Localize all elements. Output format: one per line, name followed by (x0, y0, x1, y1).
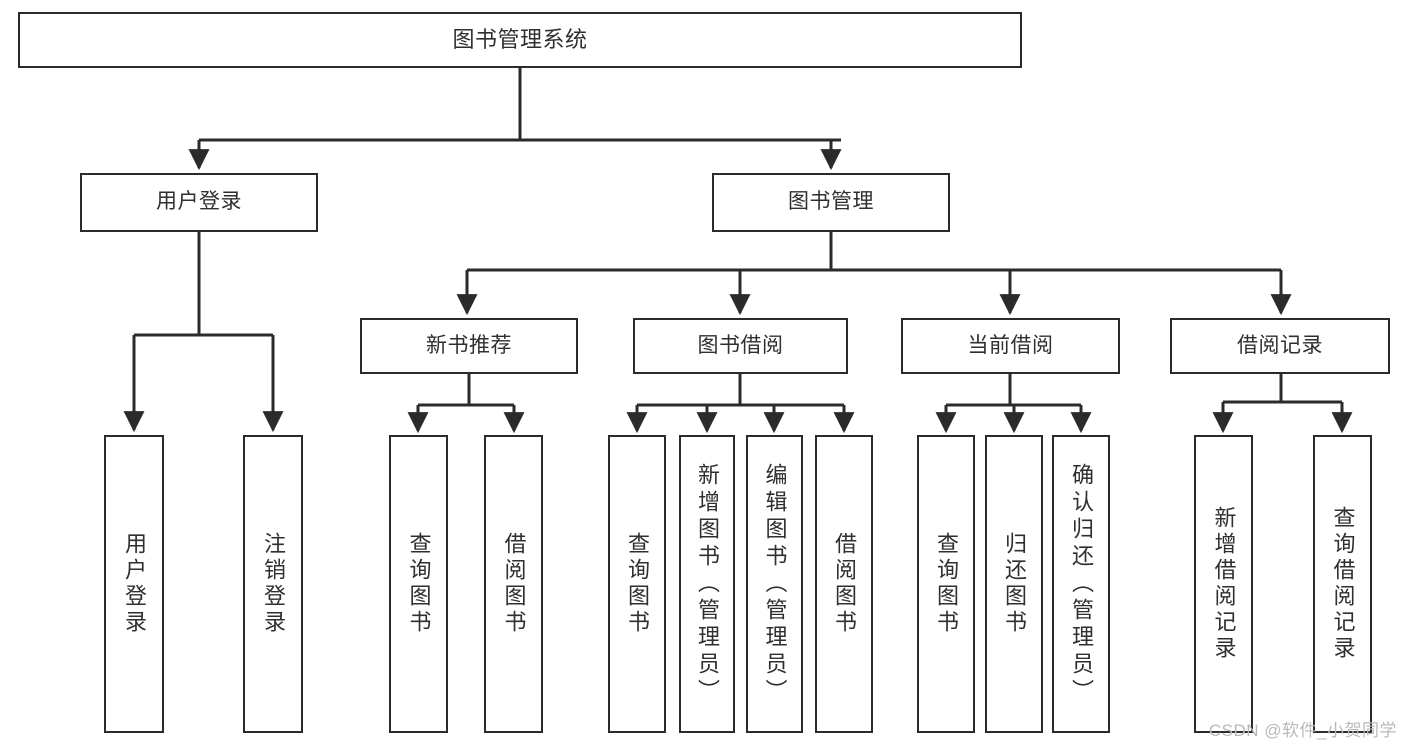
node-borrow-record[interactable]: 借阅记录 (1170, 318, 1390, 374)
node-leaf-edit-book[interactable]: 编辑图书（管理员） (746, 435, 803, 733)
node-leaf-confirm-return-label: 确认归还（管理员） (1069, 462, 1094, 706)
node-leaf-query-book-1[interactable]: 查询图书 (389, 435, 448, 733)
node-book-manage-label: 图书管理 (788, 190, 874, 214)
node-leaf-borrow-book-2[interactable]: 借阅图书 (815, 435, 873, 733)
node-user-login[interactable]: 用户登录 (80, 173, 318, 232)
node-leaf-query-book-3-label: 查询图书 (934, 532, 959, 636)
node-leaf-add-record[interactable]: 新增借阅记录 (1194, 435, 1253, 733)
node-leaf-return-book[interactable]: 归还图书 (985, 435, 1043, 733)
node-leaf-query-book-2[interactable]: 查询图书 (608, 435, 666, 733)
node-borrow-record-label: 借阅记录 (1237, 333, 1323, 357)
node-leaf-borrow-book-2-label: 借阅图书 (832, 532, 857, 636)
node-leaf-query-book-3[interactable]: 查询图书 (917, 435, 975, 733)
node-leaf-user-login-label: 用户登录 (122, 532, 147, 636)
node-leaf-query-record-label: 查询借阅记录 (1330, 506, 1356, 662)
node-leaf-logout[interactable]: 注销登录 (243, 435, 303, 733)
node-root-label: 图书管理系统 (452, 27, 588, 53)
node-user-login-label: 用户登录 (156, 190, 242, 214)
node-root[interactable]: 图书管理系统 (18, 12, 1022, 68)
node-book-borrow-label: 图书借阅 (697, 333, 784, 357)
node-current-borrow[interactable]: 当前借阅 (901, 318, 1120, 374)
node-leaf-query-book-1-label: 查询图书 (406, 532, 432, 636)
node-leaf-borrow-book-1[interactable]: 借阅图书 (484, 435, 543, 733)
node-leaf-logout-label: 注销登录 (261, 532, 286, 636)
node-leaf-edit-book-label: 编辑图书（管理员） (762, 462, 788, 706)
node-leaf-query-record[interactable]: 查询借阅记录 (1313, 435, 1372, 733)
node-leaf-user-login[interactable]: 用户登录 (104, 435, 164, 733)
node-leaf-return-book-label: 归还图书 (1002, 532, 1027, 636)
node-leaf-add-book[interactable]: 新增图书（管理员） (679, 435, 735, 733)
node-book-borrow[interactable]: 图书借阅 (633, 318, 848, 374)
node-leaf-add-book-label: 新增图书（管理员） (695, 462, 720, 706)
node-leaf-confirm-return[interactable]: 确认归还（管理员） (1052, 435, 1110, 733)
watermark: CSDN @软件_小贺同学 (1208, 721, 1397, 740)
node-book-manage[interactable]: 图书管理 (712, 173, 950, 232)
node-current-borrow-label: 当前借阅 (967, 333, 1054, 357)
node-leaf-add-record-label: 新增借阅记录 (1211, 506, 1237, 662)
node-new-book-recommend[interactable]: 新书推荐 (360, 318, 578, 374)
node-new-book-recommend-label: 新书推荐 (426, 333, 512, 357)
node-leaf-borrow-book-1-label: 借阅图书 (501, 532, 527, 636)
node-leaf-query-book-2-label: 查询图书 (625, 532, 650, 636)
